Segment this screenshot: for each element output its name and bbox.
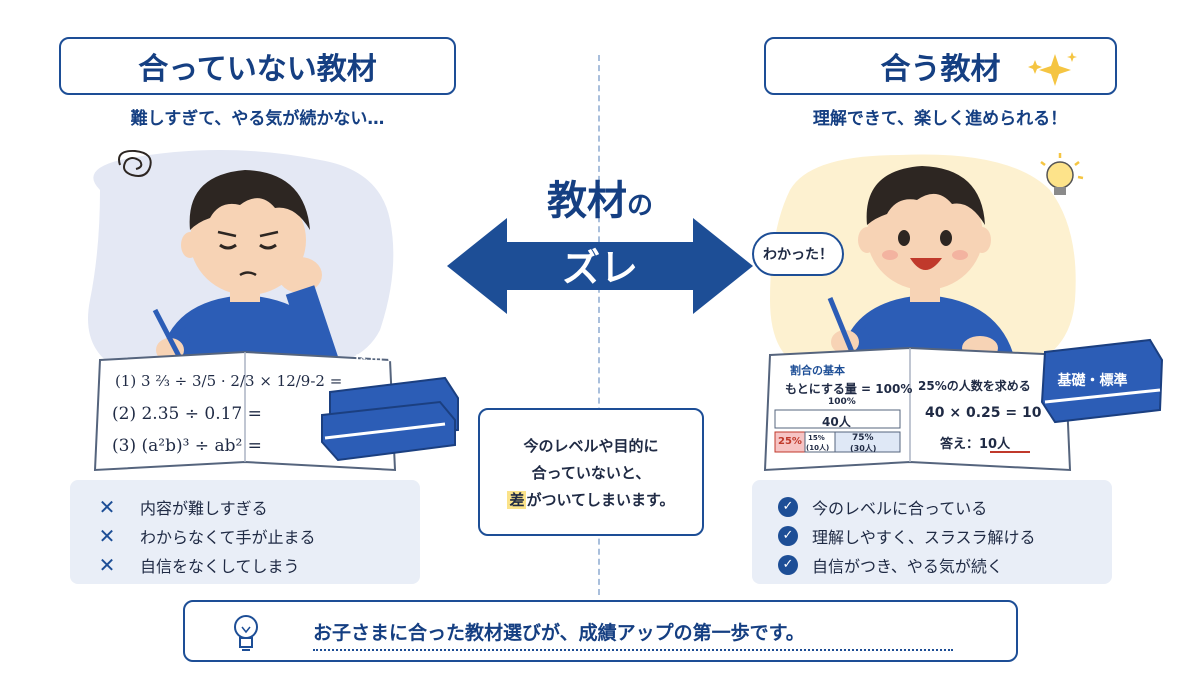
left-book-label: 応用・難問: [355, 353, 425, 369]
center-title-main: 教材: [546, 178, 627, 224]
bottom-message: お子さまに合った教材選びが、成績アップの第一歩です。: [313, 622, 805, 644]
message-line-1: 今のレベルや目的に: [523, 436, 659, 455]
arrow-label: ズレ: [561, 246, 638, 290]
list-item-label: 自信をなくしてしまう: [140, 556, 300, 576]
message-highlight: 差: [507, 490, 527, 509]
notebook-answer: 答え：10人: [940, 433, 1010, 452]
lightbulb-icon: [1040, 153, 1084, 195]
bottom-underline: [313, 649, 953, 651]
seg1-pct: 25%: [778, 436, 802, 447]
double-arrow-icon: [447, 218, 753, 314]
notebook-question: 25%の人数を求める: [918, 379, 1031, 393]
problem-3: (3) (a²b)³ ÷ ab² =: [112, 436, 262, 456]
speech-bubble: わかった！: [752, 232, 844, 276]
left-title: 合っていない教材: [59, 37, 456, 95]
right-subtitle: 理解できて、楽しく進められる！: [812, 109, 1068, 129]
bar-top-pct: 100%: [828, 397, 856, 407]
left-subtitle: 難しすぎて、やる気が続かない…: [130, 109, 385, 129]
list-item: ✓ 今のレベルに合っている: [778, 492, 1112, 521]
message-line-3: 差がついてしまいます。: [507, 489, 675, 510]
right-title-text: 合う教材: [880, 52, 1001, 87]
list-item: ✕ 自信をなくしてしまう: [96, 550, 420, 579]
check-icon: ✓: [778, 496, 798, 517]
message-line-2: 合っていないと、: [531, 463, 651, 482]
right-illustration: [763, 154, 1164, 472]
check-icon: ✓: [778, 554, 798, 575]
seg2-val: (10人): [806, 444, 830, 452]
problem-2: (2) 2.35 ÷ 0.17 =: [112, 404, 262, 424]
center-title: 教材の: [495, 168, 705, 226]
seg3-val: (30人): [850, 444, 877, 453]
cross-icon: ✕: [98, 552, 116, 577]
check-icon: ✓: [778, 525, 798, 546]
notebook-base-line: もとにする量 = 100%: [785, 382, 913, 396]
worry-scribble-icon: [118, 149, 152, 177]
list-item-label: わからなくて手が止まる: [140, 527, 316, 547]
center-message-box: 今のレベルや目的に 合っていないと、 差がついてしまいます。: [478, 408, 704, 536]
seg3-pct: 75%: [852, 433, 874, 443]
right-list: ✓ 今のレベルに合っている ✓ 理解しやすく、スラスラ解ける ✓ 自信がつき、やる気が…: [752, 480, 1112, 584]
bottom-message-box: お子さまに合った教材選びが、成績アップの第一歩です。: [183, 600, 1018, 662]
seg2-pct: 15%: [808, 434, 825, 442]
message-line-3-rest: がついてしまいます。: [526, 490, 675, 509]
center-title-particle: の: [626, 191, 653, 221]
notebook-heading: 割合の基本: [790, 364, 845, 377]
cross-icon: ✕: [98, 523, 116, 548]
list-item: ✕ 内容が難しすぎる: [96, 492, 420, 521]
cross-icon: ✕: [98, 494, 116, 519]
answer-value: 10人: [979, 437, 1011, 452]
lightbulb-outline-icon: [234, 615, 258, 651]
list-item: ✓ 理解しやすく、スラスラ解ける: [778, 521, 1112, 550]
list-item: ✕ わからなくて手が止まる: [96, 521, 420, 550]
problem-1: (1) 3 ⅔ ÷ 3/5 · 2/3 × 12/9-2 =: [115, 372, 343, 390]
left-list: ✕ 内容が難しすぎる ✕ わからなくて手が止まる ✕ 自信をなくしてしまう: [70, 480, 420, 584]
list-item-label: 今のレベルに合っている: [812, 498, 988, 518]
list-item: ✓ 自信がつき、やる気が続く: [778, 550, 1112, 579]
answer-label: 答え：: [940, 437, 980, 452]
sparkle-icon: [1028, 52, 1077, 86]
notebook-formula: 40 × 0.25 = 10: [925, 405, 1042, 421]
center-divider: [598, 55, 600, 595]
list-item-label: 自信がつき、やる気が続く: [812, 556, 1003, 576]
left-illustration: [88, 150, 459, 472]
right-book-label: 基礎・標準: [1057, 373, 1128, 389]
list-item-label: 理解しやすく、スラスラ解ける: [812, 527, 1036, 547]
bar-top-val: 40人: [822, 415, 851, 429]
list-item-label: 内容が難しすぎる: [140, 498, 268, 518]
